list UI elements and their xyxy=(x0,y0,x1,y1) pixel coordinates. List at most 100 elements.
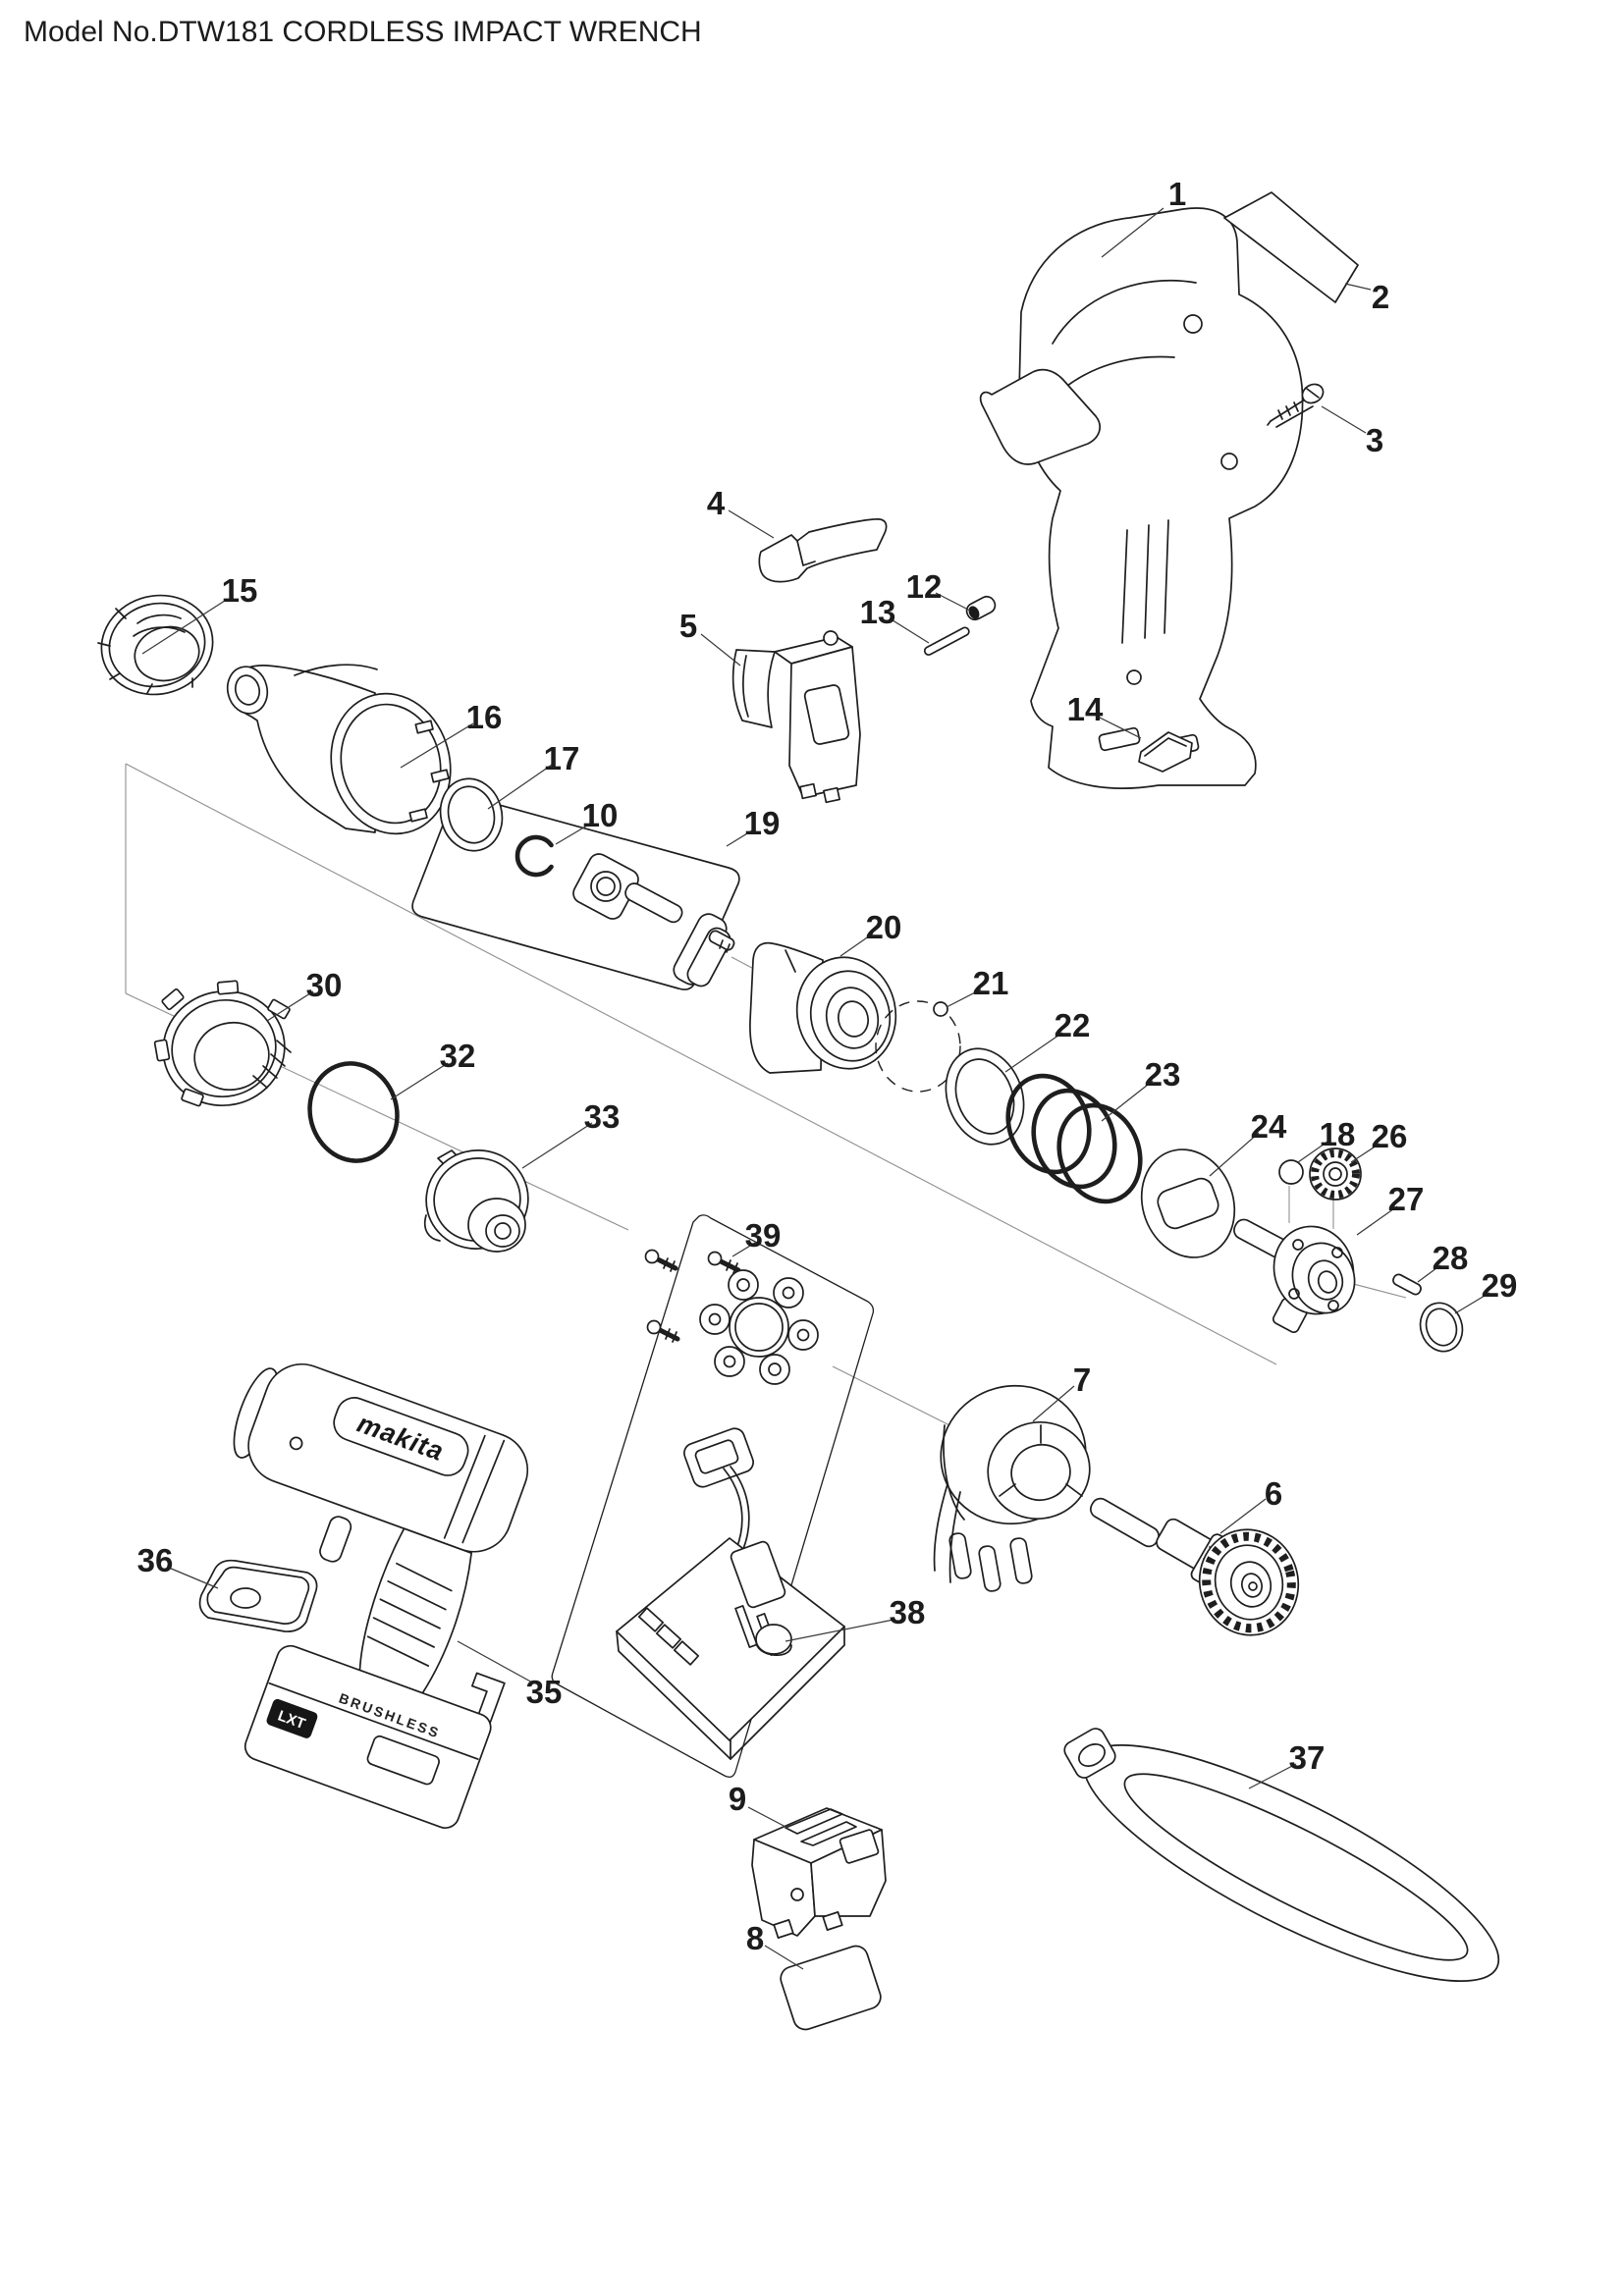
leader-4 xyxy=(728,509,775,539)
leader-14 xyxy=(1095,715,1142,739)
part-label-13: 13 xyxy=(860,594,896,630)
part-label-18: 18 xyxy=(1320,1116,1356,1152)
leader-16 xyxy=(400,722,474,769)
leader-9 xyxy=(747,1806,788,1829)
lxt-badge xyxy=(266,1698,318,1738)
part-label-33: 33 xyxy=(584,1098,621,1135)
part-17-o-ring xyxy=(439,777,504,852)
page-title: Model No.DTW181 CORDLESS IMPACT WRENCH xyxy=(24,16,702,48)
part-number-labels: 1 2 3 4 5 6 7 8 9 10 12 13 14 15 16 17 1… xyxy=(137,176,1518,1956)
part-label-3: 3 xyxy=(1366,422,1383,458)
part-label-14: 14 xyxy=(1067,691,1104,727)
part-label-38: 38 xyxy=(890,1594,926,1630)
leader-8 xyxy=(764,1945,804,1970)
leader-13 xyxy=(889,617,930,644)
part-label-32: 32 xyxy=(440,1038,476,1074)
leader-20 xyxy=(839,933,874,957)
leader-30 xyxy=(266,990,314,1022)
part-label-28: 28 xyxy=(1433,1240,1469,1276)
part-2-sticker xyxy=(1223,191,1359,303)
leader-28 xyxy=(1417,1264,1441,1283)
part-9-terminal-block xyxy=(751,1807,887,1939)
part-label-6: 6 xyxy=(1265,1475,1282,1512)
leader-15 xyxy=(141,598,229,655)
leader-18 xyxy=(1297,1141,1328,1163)
part-label-8: 8 xyxy=(746,1920,764,1956)
part-16-hammer-case xyxy=(226,664,452,835)
part-5-switch xyxy=(731,630,861,804)
part-label-9: 9 xyxy=(729,1781,746,1817)
leader-21 xyxy=(946,988,982,1008)
leader-23 xyxy=(1101,1080,1154,1122)
part-36-bumper xyxy=(198,1559,318,1632)
part-label-2: 2 xyxy=(1372,279,1389,315)
leader-33 xyxy=(521,1122,593,1169)
part-12-cylinder xyxy=(965,595,997,621)
part-7-stator xyxy=(933,1384,1091,1592)
part-24-washer xyxy=(1140,1148,1236,1258)
part-39-screws-and-plate xyxy=(644,1249,819,1385)
part-8-name-label xyxy=(780,1945,882,2031)
leader-26 xyxy=(1350,1143,1380,1163)
leader-38 xyxy=(785,1619,894,1642)
leader-1 xyxy=(1101,207,1164,258)
part-label-22: 22 xyxy=(1055,1007,1091,1043)
leader-32 xyxy=(390,1062,449,1100)
leader-3 xyxy=(1321,405,1367,434)
leader-7 xyxy=(1032,1385,1075,1422)
part-27-spindle xyxy=(1233,1218,1407,1334)
part-21-steel-ball xyxy=(875,1000,961,1093)
part-3-tapping-screw xyxy=(1267,383,1325,428)
part-label-20: 20 xyxy=(866,909,902,945)
part-label-36: 36 xyxy=(137,1542,174,1578)
part-4-leaf-spring-clip xyxy=(758,518,888,583)
screw-icon xyxy=(707,1251,741,1274)
part-label-26: 26 xyxy=(1372,1118,1408,1154)
leader-29 xyxy=(1454,1292,1490,1314)
part-32-o-ring xyxy=(307,1061,400,1163)
part-label-37: 37 xyxy=(1289,1739,1326,1776)
assembly-guide-lines xyxy=(125,763,1277,1440)
part-10-c-ring xyxy=(514,834,554,878)
part-20-hammer xyxy=(749,941,897,1074)
part-label-15: 15 xyxy=(222,572,258,609)
part-label-19: 19 xyxy=(744,805,781,841)
part-label-12: 12 xyxy=(906,568,943,605)
leader-12 xyxy=(935,592,971,612)
leader-19 xyxy=(726,829,753,847)
leader-22 xyxy=(1004,1032,1063,1073)
part-label-35: 35 xyxy=(526,1674,563,1710)
part-label-39: 39 xyxy=(745,1217,782,1254)
leader-37 xyxy=(1248,1763,1297,1789)
part-label-23: 23 xyxy=(1145,1056,1181,1093)
screw-icon xyxy=(644,1249,678,1272)
part-30-bearing-retainer xyxy=(153,980,292,1107)
part-label-24: 24 xyxy=(1251,1108,1287,1145)
part-label-7: 7 xyxy=(1073,1362,1091,1398)
part-label-4: 4 xyxy=(707,485,726,521)
leader-6 xyxy=(1219,1498,1267,1534)
part-1-housing-shell xyxy=(979,207,1304,789)
part-38-controller xyxy=(616,1427,845,1760)
part-label-21: 21 xyxy=(973,965,1009,1001)
leader-24 xyxy=(1209,1132,1260,1177)
part-label-29: 29 xyxy=(1482,1267,1518,1304)
part-22-washer xyxy=(945,1047,1025,1146)
part-label-1: 1 xyxy=(1168,176,1186,212)
leader-2 xyxy=(1344,283,1372,291)
part-23-spring xyxy=(1005,1073,1143,1204)
part-35-assembled-tool: makita BRUSHLESS LXT xyxy=(233,1362,529,1829)
part-19-anvil xyxy=(572,853,735,988)
leader-lines xyxy=(141,207,1490,1970)
part-33-cam-plate xyxy=(423,1149,529,1253)
part-label-16: 16 xyxy=(466,699,503,735)
part-29-o-ring xyxy=(1419,1302,1464,1353)
leader-10 xyxy=(555,822,593,845)
part-label-10: 10 xyxy=(582,797,619,833)
leader-39 xyxy=(731,1242,756,1257)
leader-35 xyxy=(457,1640,535,1684)
group-box-controller-38-39 xyxy=(551,1214,875,1778)
part-14-clip xyxy=(1138,731,1193,773)
